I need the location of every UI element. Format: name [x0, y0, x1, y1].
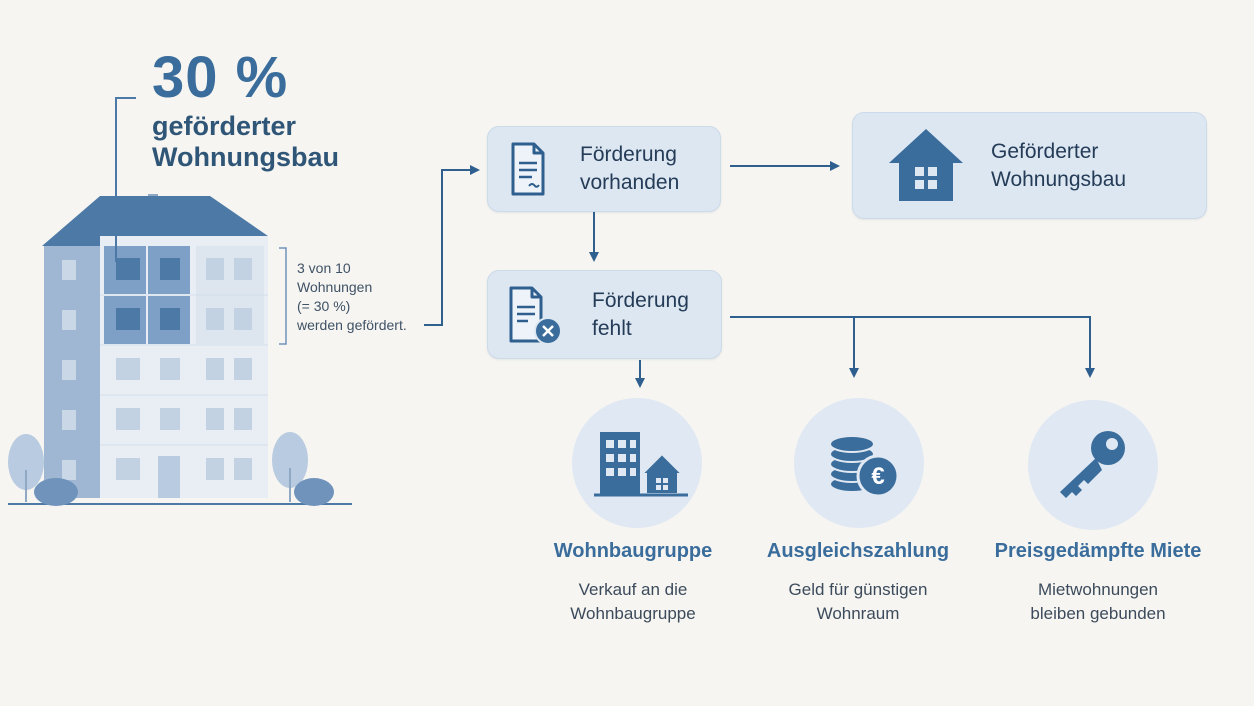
box-foerderung-vorhanden-line1: Förderung: [580, 143, 677, 166]
apartment-building-illustration: [8, 194, 352, 506]
option-ausgleichszahlung-title: Ausgleichszahlung: [766, 540, 950, 562]
note-line4: werden gefördert.: [297, 317, 407, 333]
box-foerderung-fehlt-line2: fehlt: [592, 317, 632, 340]
arrow-to-foerderung-vorhanden: [424, 165, 480, 326]
key-icon: [1060, 431, 1125, 498]
house-icon: [889, 129, 963, 201]
box-geforderter-wohnungsbau-line2: Wohnungsbau: [991, 168, 1127, 191]
box-geforderter-wohnungsbau-line1: Geförderter: [991, 140, 1099, 163]
headline-line1: geförderter: [152, 111, 297, 141]
document-icon: [511, 142, 545, 196]
option-wohnbaugruppe-desc1: Verkauf an die: [578, 580, 688, 599]
note-bracket: [279, 247, 287, 345]
option-preisgedaempfte-miete-desc2: bleiben gebunden: [1030, 604, 1166, 623]
share-note: 3 von 10 Wohnungen (= 30 %) werden geför…: [297, 259, 407, 335]
headline-subtitle: geförderter Wohnungsbau: [152, 111, 339, 173]
box-geforderter-wohnungsbau: Geförderter Wohnungsbau: [852, 112, 1207, 219]
box-foerderung-vorhanden-line2: vorhanden: [580, 171, 680, 194]
note-line3: (= 30 %): [297, 298, 351, 314]
option-wohnbaugruppe-desc: Verkauf an die Wohnbaugruppe: [513, 578, 753, 626]
option-preisgedaempfte-miete-desc1: Mietwohnungen: [1037, 580, 1159, 599]
option-ausgleichszahlung-desc1: Geld für günstigen: [788, 580, 928, 599]
option-ausgleichszahlung-desc2: Wohnraum: [816, 604, 900, 623]
option-preisgedaempfte-miete-desc: Mietwohnungen bleiben gebunden: [978, 578, 1218, 626]
headline-line2: Wohnungsbau: [152, 142, 339, 172]
option-preisgedaempfte-miete-title: Preisgedämpfte Miete: [994, 540, 1202, 562]
box-foerderung-fehlt: Förderung fehlt: [487, 270, 722, 359]
option-preisgedaempfte-miete-circle: [1028, 400, 1158, 530]
euro-coins-icon: €: [829, 435, 900, 498]
option-ausgleichszahlung-desc: Geld für günstigen Wohnraum: [738, 578, 978, 626]
headline-percent: 30 %: [152, 45, 289, 110]
document-missing-icon: [509, 286, 562, 345]
option-ausgleichszahlung-circle: €: [794, 398, 924, 528]
arrow-to-preisgedaempfte-miete: [730, 316, 1095, 378]
note-line1: 3 von 10: [297, 260, 351, 276]
box-foerderung-fehlt-line1: Förderung: [592, 289, 689, 312]
buildings-icon: [594, 432, 688, 497]
option-wohnbaugruppe-desc2: Wohnbaugruppe: [570, 604, 696, 623]
option-wohnbaugruppe-title: Wohnbaugruppe: [553, 540, 713, 562]
svg-text:€: €: [871, 463, 884, 490]
option-wohnbaugruppe-circle: [572, 398, 702, 528]
headline-leader-line: [115, 97, 136, 262]
note-line2: Wohnungen: [297, 279, 373, 295]
box-foerderung-vorhanden: Förderung vorhanden: [487, 126, 721, 212]
